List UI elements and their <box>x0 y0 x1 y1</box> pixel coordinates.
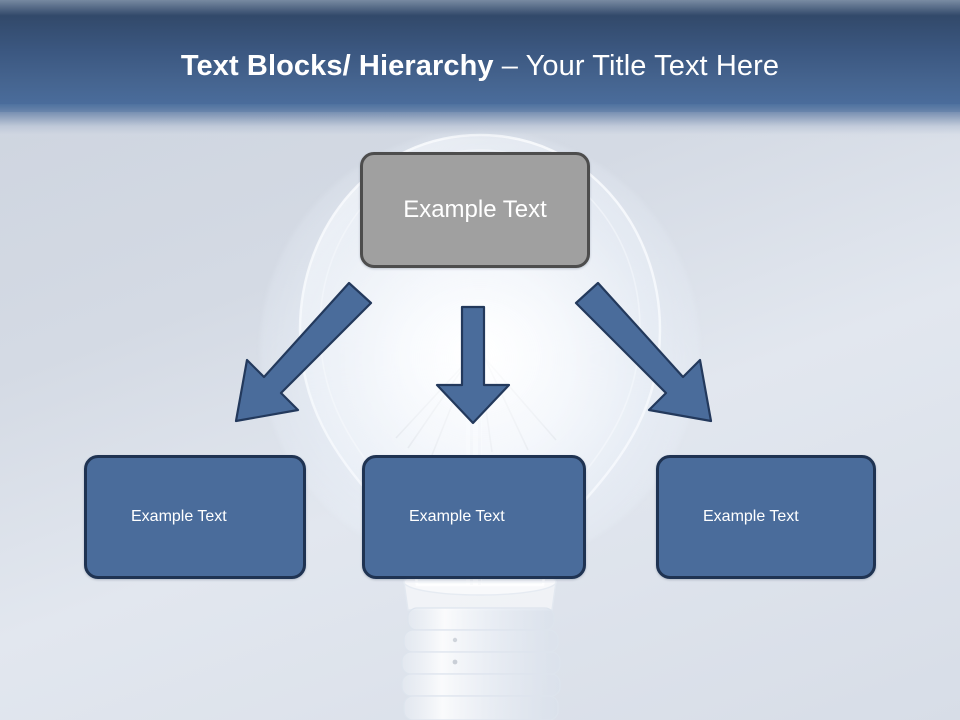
page-title-regular: – Your Title Text Here <box>501 50 780 82</box>
title-band <box>0 0 960 112</box>
page-title: Text Blocks/ Hierarchy – Your Title Text… <box>0 50 960 83</box>
node-child-3[interactable]: Example Text <box>656 455 876 579</box>
node-child-2[interactable]: Example Text <box>362 455 586 579</box>
arrow-down-icon <box>435 305 511 425</box>
title-band-fade <box>0 104 960 140</box>
arrow-down-left-icon <box>237 283 371 421</box>
node-child-1[interactable]: Example Text <box>84 455 306 579</box>
arrow-down-left-shape <box>234 281 373 423</box>
page-title-bold: Text Blocks/ Hierarchy <box>180 50 502 82</box>
node-child-2-label: Example Text <box>409 508 505 525</box>
arrow-down-right-shape <box>574 281 713 423</box>
node-parent-label: Example Text <box>403 196 547 223</box>
node-child-3-label: Example Text <box>703 508 799 525</box>
node-parent[interactable]: Example Text <box>360 152 590 268</box>
node-child-1-label: Example Text <box>131 508 227 525</box>
